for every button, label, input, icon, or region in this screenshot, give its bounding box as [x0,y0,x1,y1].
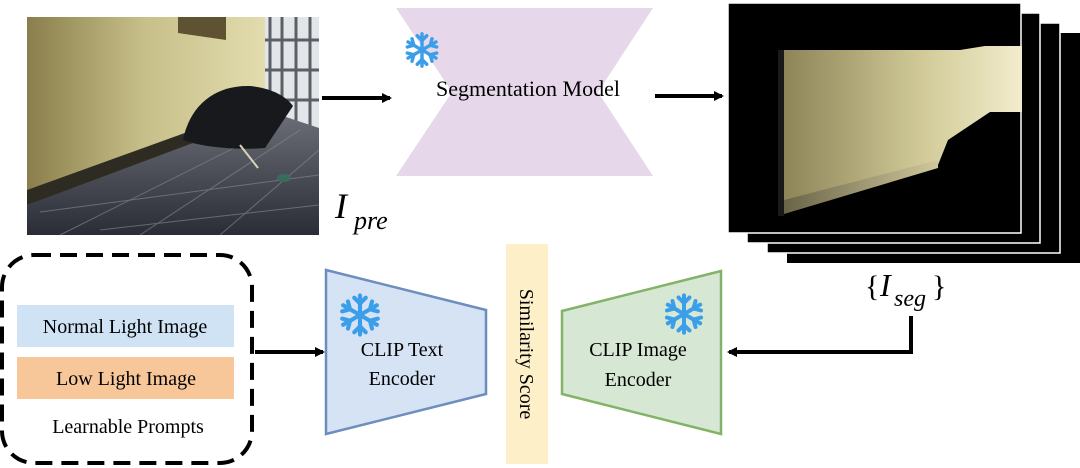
input-image-label: I pre [334,186,388,235]
low-light-prompt [17,357,234,399]
clip-text-encoder-line2: Encoder [369,368,436,390]
segmented-images-label: { I seg } [865,267,946,312]
input-photo [27,17,320,236]
clip-image-encoder-line1: CLIP Image [589,339,687,361]
similarity-score-label: Similarity Score [515,289,537,420]
segmentation-model-block [396,8,653,176]
learnable-prompts-box [0,253,254,465]
svg-text:}: } [932,270,946,303]
svg-text:{: { [865,270,879,303]
learnable-prompts-caption: Learnable Prompts [52,416,204,438]
svg-text:pre: pre [352,206,388,235]
clip-text-encoder-line1: CLIP Text [361,339,444,361]
low-light-prompt-label: Low Light Image [56,368,196,390]
segmentation-model-label: Segmentation Model [436,76,620,101]
svg-text:I: I [334,186,349,226]
arrow-masks-to-image-encoder [727,316,913,357]
normal-light-prompt [17,305,234,347]
clip-image-encoder-line2: Encoder [605,369,672,391]
segmented-images-stack [727,2,1080,263]
normal-light-prompt-label: Normal Light Image [43,316,208,338]
svg-text:I: I [879,267,892,303]
similarity-score-block [506,244,548,464]
svg-text:seg: seg [894,286,926,312]
